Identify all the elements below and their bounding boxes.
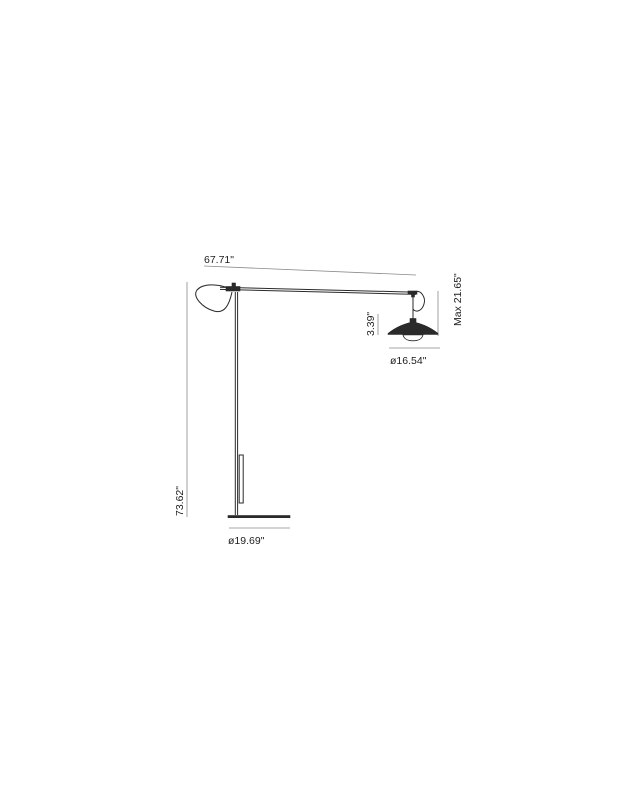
lamp-arm-bottom: [219, 288, 417, 295]
lamp-shade: [387, 321, 439, 335]
lamp-cable-loop-back: [195, 284, 233, 313]
shade-diameter-label: ø16.54": [390, 355, 427, 367]
total-height-label: 73.62": [174, 486, 186, 516]
lamp-cable-loop-front: [412, 290, 425, 312]
lamp-cord-connector: [411, 293, 415, 298]
lamp-arm-top: [219, 286, 417, 293]
lamp-diffuser: [402, 334, 424, 342]
arm-length-label: 67.71": [204, 254, 234, 266]
floor-lamp-outline: [195, 282, 439, 519]
lamp-pivot-knob: [231, 282, 236, 288]
base-diameter-label: ø19.69": [228, 535, 265, 547]
max-drop-label: Max 21.65": [452, 273, 464, 326]
arm-length-dimension-line: [203, 265, 417, 276]
lamp-base-plate: [227, 515, 291, 519]
lamp-shade-top: [409, 318, 417, 323]
lamp-stem-sleeve: [238, 454, 244, 504]
shade-height-label: 3.39": [365, 312, 377, 336]
